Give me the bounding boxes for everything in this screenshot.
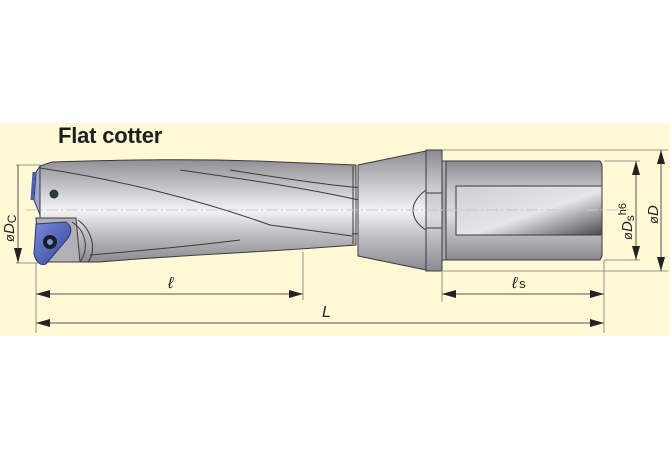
drawing-title: Flat cotter (58, 123, 163, 148)
dimension-label-dc: øDC (1, 214, 19, 242)
dimension-label-d: øD (645, 205, 662, 224)
svg-text:ℓ: ℓ (167, 275, 174, 292)
svg-text:ℓs: ℓs (511, 275, 526, 292)
svg-text:øDC: øDC (1, 214, 19, 242)
dimension-label-ds: øDsh6 (617, 203, 637, 240)
dimension-label-l: ℓ (167, 275, 174, 292)
svg-text:øDsh6: øDsh6 (617, 203, 637, 240)
insert-icon (33, 221, 72, 265)
coolant-hole-icon (49, 189, 59, 199)
dimension-lines (14, 150, 665, 327)
cutting-head (30, 164, 94, 265)
dimension-label-L: L (322, 304, 331, 321)
svg-text:øD: øD (645, 205, 662, 224)
svg-text:L: L (322, 304, 331, 321)
drill-shank (445, 160, 603, 261)
extension-lines (16, 149, 668, 333)
